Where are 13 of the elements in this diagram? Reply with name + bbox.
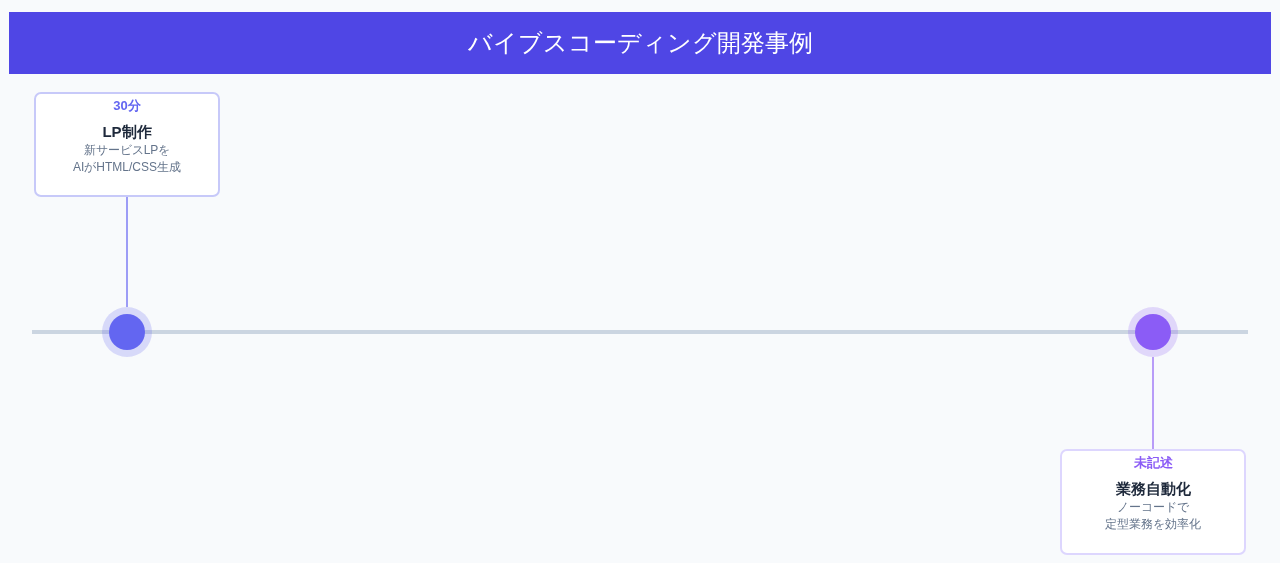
timeline-dot	[1128, 307, 1178, 357]
title-banner: バイブスコーディング開発事例	[9, 12, 1271, 74]
card-description: 新サービスLPをAIがHTML/CSS生成	[72, 142, 182, 176]
card-title: LP制作	[102, 122, 152, 142]
event-card	[34, 92, 220, 197]
duration-label: 30分	[113, 98, 141, 114]
event-card	[1060, 449, 1246, 555]
timeline-dot	[102, 307, 152, 357]
connector-line	[126, 196, 128, 308]
duration-label: 未記述	[1133, 455, 1173, 471]
card-title: 業務自動化	[1115, 479, 1191, 499]
connector-line	[1152, 356, 1154, 450]
card-description: ノーコードで定型業務を効率化	[1104, 499, 1202, 533]
